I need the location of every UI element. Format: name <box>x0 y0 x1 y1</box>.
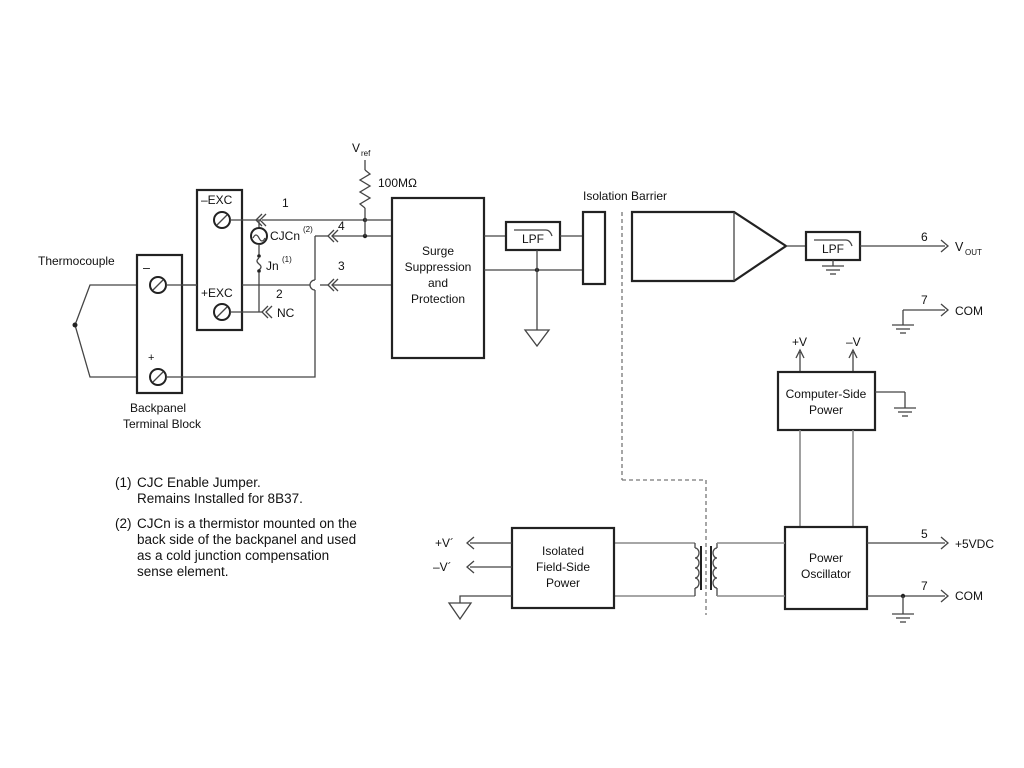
pin-6-label: 6 <box>921 230 928 244</box>
jumper-jn-icon <box>256 257 262 271</box>
footnote-1: (1) CJC Enable Jumper. Remains Installed… <box>115 475 415 507</box>
isolated-field-side-power: Isolated Field-Side Power +V´ –V´ <box>433 526 616 621</box>
input-lpf: LPF <box>484 220 583 348</box>
surge-protection-box <box>390 196 486 360</box>
vout-arrow-icon <box>940 239 949 253</box>
surge-suppression-block: Surge Suppression and Protection <box>390 196 486 360</box>
footnote-2-number: (2) <box>115 516 132 531</box>
pin-3-label: 3 <box>338 259 345 273</box>
vref-label: V <box>352 141 360 155</box>
backpanel-label-line1: Backpanel <box>130 401 186 415</box>
oscillator-label-1: Power <box>809 551 843 565</box>
vout-label: V <box>955 240 964 254</box>
output-lpf-label: LPF <box>822 242 844 256</box>
pin-5-label: 5 <box>921 527 928 541</box>
terminal-plus-label: + <box>148 352 154 364</box>
computer-power-label-1: Computer-Side <box>786 387 867 401</box>
exc-pos-label: +EXC <box>201 286 233 300</box>
footnote-2-line4: sense element. <box>137 564 229 579</box>
terminal-minus-label: – <box>143 261 150 275</box>
pin-7b-label: 7 <box>921 579 928 593</box>
thermocouple: Thermocouple <box>38 254 158 378</box>
pin-4-label: 4 <box>338 219 345 233</box>
jn-label: Jn <box>266 259 279 273</box>
oscillator-label-2: Oscillator <box>801 567 851 581</box>
excitation-terminal-block: –EXC +EXC <box>195 188 244 332</box>
backpanel-terminal-block: – + Backpanel Terminal Block <box>123 253 202 431</box>
field-ground-icon <box>447 602 473 621</box>
vref-resistor: V ref 100MΩ <box>352 141 417 220</box>
transformer-icon <box>614 542 785 597</box>
footnote-2-line2: back side of the backpanel and used <box>137 532 357 547</box>
resistor-icon <box>358 169 372 209</box>
amplifier-block <box>630 210 788 283</box>
surge-label-4: Protection <box>411 292 465 306</box>
footnote-1-number: (1) <box>115 475 132 490</box>
surge-label-3: and <box>428 276 448 290</box>
thermocouple-junction-dot <box>72 322 78 328</box>
pin-1-label: 1 <box>282 196 289 210</box>
minus-v-prime-label: –V´ <box>433 560 452 574</box>
cjcn-label: CJCn <box>270 229 300 243</box>
connector-pin-1 <box>255 213 267 227</box>
backpanel-terminal-box <box>135 253 184 395</box>
thermocouple-label: Thermocouple <box>38 254 115 268</box>
footnote-2-line3: as a cold junction compensation <box>137 548 330 563</box>
cjcn-superscript: (2) <box>303 225 313 234</box>
plus-v-label: +V <box>792 335 807 349</box>
computer-side-power-box <box>776 370 877 432</box>
vref-subscript: ref <box>361 149 371 158</box>
isolation-amplifier <box>630 210 806 283</box>
computer-side-power: +V –V Computer-Side Power <box>776 335 916 527</box>
vout-subscript: OUT <box>965 248 982 257</box>
com-label-top: COM <box>955 304 983 318</box>
footnotes: (1) CJC Enable Jumper. Remains Installed… <box>115 475 415 589</box>
resistor-label: 100MΩ <box>378 176 417 190</box>
signal-wiring: 4 3 <box>166 217 392 378</box>
field-power-label-1: Isolated <box>542 544 584 558</box>
nc-label: NC <box>277 306 295 320</box>
thermistor-cjcn-icon <box>250 227 268 245</box>
cjc-circuit: 1 CJCn (2) Jn (1) 2 NC <box>230 196 365 320</box>
footnote-1-line2: Remains Installed for 8B37. <box>137 491 303 506</box>
isolation-barrier: Isolation Barrier <box>581 189 707 615</box>
com-label-bottom: COM <box>955 589 983 603</box>
footnote-2: (2) CJCn is a thermistor mounted on the … <box>115 516 415 580</box>
connector-pin-2 <box>261 305 273 319</box>
surge-label-1: Surge <box>422 244 454 258</box>
com-output-top: 7 COM <box>892 293 983 334</box>
jn-superscript: (1) <box>282 255 292 264</box>
input-ground-icon <box>523 329 551 348</box>
field-power-label-2: Field-Side <box>536 560 590 574</box>
plus-5vdc-label: +5VDC <box>955 537 994 551</box>
isolation-barrier-label: Isolation Barrier <box>583 189 667 203</box>
output-lpf-box <box>804 230 862 262</box>
backpanel-label-line2: Terminal Block <box>123 417 202 431</box>
field-side-power-box <box>510 526 616 610</box>
exc-terminal-box <box>195 188 244 332</box>
minus-v-label: –V <box>846 335 861 349</box>
output-lpf: LPF 6 V OUT <box>804 230 982 275</box>
computer-power-label-2: Power <box>809 403 843 417</box>
footnote-1-line1: CJC Enable Jumper. <box>137 475 261 490</box>
exc-neg-label: –EXC <box>201 193 233 207</box>
power-oscillator-box <box>783 525 869 611</box>
power-oscillator: Power Oscillator 5 +5VDC 7 COM <box>783 525 994 623</box>
surge-label-2: Suppression <box>405 260 472 274</box>
field-power-label-3: Power <box>546 576 580 590</box>
input-lpf-label: LPF <box>522 232 544 246</box>
isolation-barrier-box <box>581 210 607 286</box>
footnote-2-line1: CJCn is a thermistor mounted on the <box>137 516 357 531</box>
pin-2-label: 2 <box>276 287 283 301</box>
pin-7a-label: 7 <box>921 293 928 307</box>
plus-v-prime-label: +V´ <box>435 536 454 550</box>
